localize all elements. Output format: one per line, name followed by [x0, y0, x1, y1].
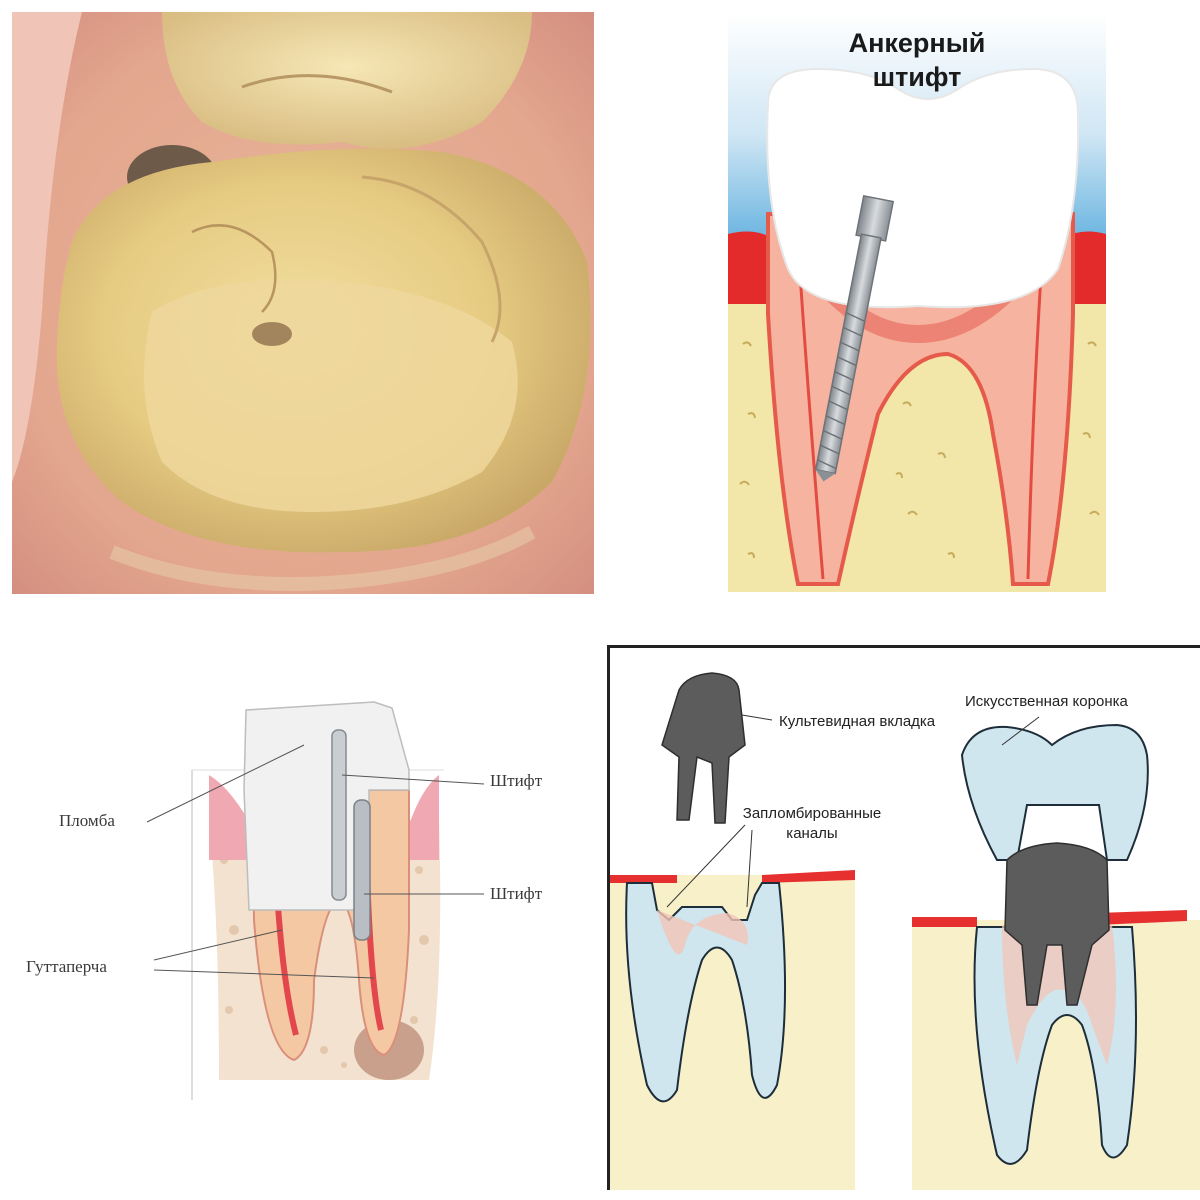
gum-edge-shape — [109, 525, 536, 591]
tooth-section-diagram: Пломба Штифт Штифт Гуттаперча — [26, 701, 543, 1100]
label-pin-middle: Штифт — [490, 884, 543, 903]
gum-left-2 — [762, 870, 855, 883]
intraoral-photo-panel — [12, 12, 594, 594]
upper-tooth-crack — [241, 74, 393, 94]
leader-lines — [146, 744, 485, 979]
anchor-pin-diagram: Анкерный штифт — [728, 14, 1106, 592]
bone-texture — [739, 341, 1100, 559]
lip-shape — [12, 12, 82, 482]
anchor-pin-shape — [814, 194, 895, 482]
filled-canals-shape — [657, 910, 748, 955]
leader-artificial-crown — [1001, 716, 1040, 746]
tooth-crown-shape — [766, 67, 1080, 309]
stump-inlay-shape — [661, 672, 746, 824]
left-border — [607, 645, 610, 1190]
label-filling: Пломба — [59, 811, 115, 830]
gum-right-1 — [912, 917, 977, 927]
tooth-section-panel: Пломба Штифт Штифт Гуттаперча — [24, 680, 580, 1100]
post-upper-shape — [331, 729, 347, 901]
filling-margin-line-2 — [191, 224, 277, 313]
anchor-pin-panel: Анкерный штифт — [728, 14, 1106, 592]
post-lower-shape — [353, 799, 371, 941]
label-filled-canals-line1: Запломбированные — [743, 805, 881, 822]
label-stump-inlay: Культевидная вкладка — [779, 713, 936, 730]
seated-inlay-shape — [1004, 842, 1110, 1006]
label-pin-top: Штифт — [490, 771, 543, 790]
label-artificial-crown: Искусственная коронка — [965, 693, 1128, 710]
core-inlay-panel: Культевидная вкладка Искусственная корон… — [607, 645, 1200, 1190]
label-filled-canals-line2: каналы — [786, 825, 837, 842]
leader-stump-inlay — [741, 714, 773, 721]
top-border — [607, 645, 1200, 648]
filling-margin-line — [361, 175, 502, 343]
label-gutta-percha: Гуттаперча — [26, 957, 107, 976]
bone-texture-dots — [220, 856, 429, 1068]
intraoral-photo — [12, 12, 594, 594]
gum-right-shape — [404, 775, 439, 860]
anchor-pin-title-line1: Анкерный — [849, 28, 986, 58]
gum-left-1 — [610, 875, 677, 883]
anchor-pin-title-line2: штифт — [873, 62, 962, 92]
artificial-crown-shape — [960, 723, 1149, 861]
filling-surface-shape — [144, 280, 518, 512]
core-inlay-diagram: Культевидная вкладка Искусственная корон… — [607, 645, 1200, 1190]
gum-right-2 — [1097, 910, 1187, 925]
leader-filled-canals-1 — [666, 824, 746, 908]
leader-filled-canals-2 — [746, 829, 753, 908]
dark-spot-shape — [252, 322, 292, 346]
